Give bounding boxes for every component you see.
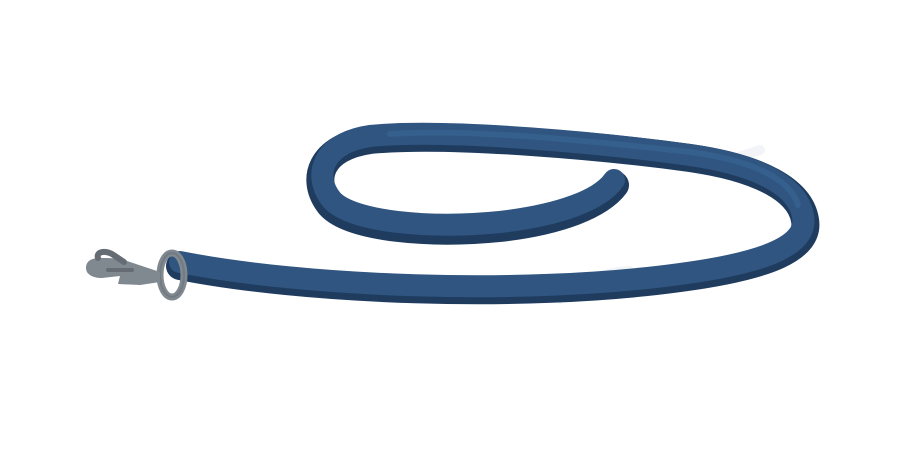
snap-hook-icon (86, 248, 160, 285)
clip-hook (94, 248, 127, 265)
strap-highlight (387, 129, 801, 208)
leash-strap (166, 122, 820, 305)
